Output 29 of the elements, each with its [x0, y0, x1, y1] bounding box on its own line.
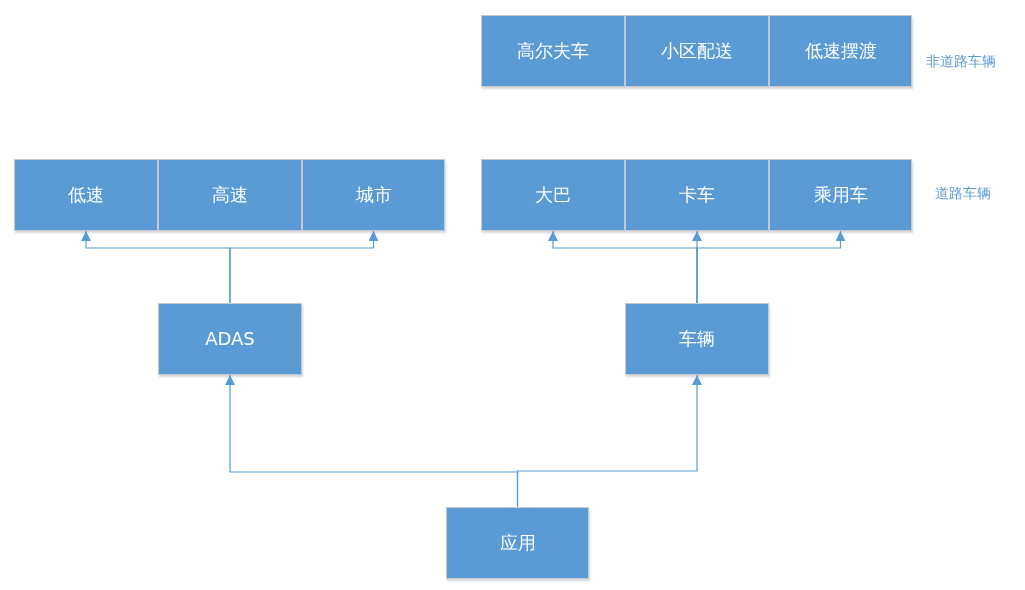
box-label: 卡车	[679, 184, 715, 206]
category-box	[302, 159, 445, 231]
box-label: 乘用车	[813, 184, 868, 206]
group-label: 道路车辆	[935, 185, 991, 202]
box-label: 大巴	[535, 184, 571, 206]
box-label: 低速	[68, 184, 104, 206]
category-box	[769, 159, 912, 231]
category-box	[481, 159, 625, 231]
category-box	[769, 15, 912, 87]
category-box	[625, 15, 769, 87]
category-box	[446, 507, 589, 579]
connector-arrow	[229, 230, 379, 304]
box-label: 低速摆渡	[804, 40, 877, 62]
category-box	[625, 303, 769, 375]
box-label: 高速	[212, 184, 248, 206]
box-label: 小区配送	[661, 40, 733, 62]
box-label: 城市	[355, 184, 392, 206]
connector-arrow	[516, 374, 702, 508]
box-label: 车辆	[679, 328, 715, 350]
category-box	[625, 159, 769, 231]
category-box	[14, 159, 158, 231]
group-label: 非道路车辆	[926, 53, 996, 70]
category-box	[158, 159, 302, 231]
box-label: 应用	[499, 532, 536, 554]
box-label: ADAS	[205, 328, 255, 350]
box-label: 高尔夫车	[517, 40, 589, 62]
connector-arrow	[696, 230, 846, 304]
category-box	[481, 15, 625, 87]
category-box	[158, 303, 302, 375]
